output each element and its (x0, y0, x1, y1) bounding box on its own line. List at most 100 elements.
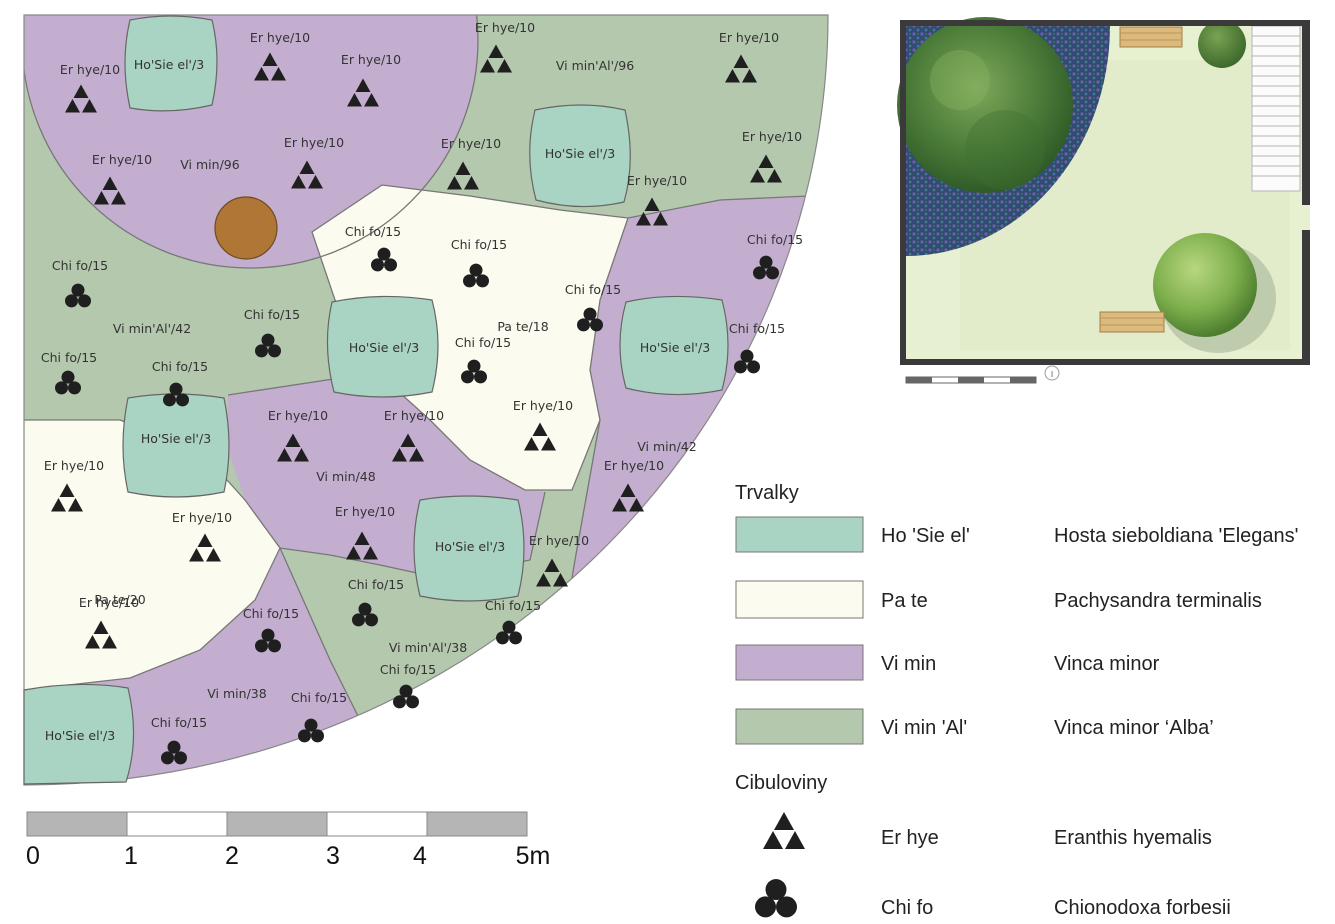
hosta-label: Ho'Sie el'/3 (141, 431, 211, 446)
chi-fo-label: Chi fo/15 (41, 350, 97, 365)
plan-area: Ho'Sie el'/3 Ho'Sie el'/3 Ho'Sie el'/3 H… (23, 14, 829, 786)
hosta-patch (529, 104, 631, 208)
chi-fo-symbol-icon (393, 684, 419, 709)
zone-label: Vi min/38 (207, 686, 266, 701)
er-hye-symbol-icon (254, 52, 286, 81)
legend-swatch-vinca (735, 644, 864, 681)
overview-tree-light (1153, 233, 1257, 337)
chi-fo-symbol-icon (255, 333, 281, 358)
er-hye-symbol-icon (763, 812, 805, 849)
chi-fo-label: Chi fo/15 (348, 577, 404, 592)
er-hye-label: Er hye/10 (250, 30, 310, 45)
legend-swatch-vinca-alba (735, 708, 864, 745)
vinca-zone-top (24, 15, 478, 268)
er-hye-label: Er hye/10 (719, 30, 779, 45)
er-hye-symbol-icon (536, 558, 568, 587)
chi-fo-label: Chi fo/15 (451, 237, 507, 252)
overview-scale-bar: I (905, 365, 1060, 384)
chi-fo-label: Chi fo/15 (455, 335, 511, 350)
zone-label: Pa te/20 (94, 592, 145, 607)
chi-fo-label: Chi fo/15 (380, 662, 436, 677)
er-hye-label: Er hye/10 (529, 533, 589, 548)
er-hye-symbol-icon (85, 620, 117, 649)
chi-fo-label: Chi fo/15 (243, 606, 299, 621)
chi-fo-label: Chi fo/15 (291, 690, 347, 705)
legend-section-title: Trvalky (735, 482, 799, 504)
chi-fo-symbol-icon (298, 718, 324, 743)
chi-fo-symbol-icon (255, 628, 281, 653)
legend-section-title: Cibuloviny (735, 772, 827, 794)
er-hye-symbol-icon (612, 483, 644, 512)
chi-fo-symbol-icon (163, 382, 189, 407)
chi-fo-symbol-icon (753, 255, 779, 280)
er-hye-label: Er hye/10 (44, 458, 104, 473)
overview-bench (1119, 26, 1183, 48)
chi-fo-symbol-icon (463, 263, 489, 288)
legend-code: Ho 'Sie el' (881, 525, 970, 547)
er-hye-label: Er hye/10 (60, 62, 120, 77)
chi-fo-symbol-icon (755, 879, 797, 918)
er-hye-symbol-icon (392, 433, 424, 462)
er-hye-symbol-icon (94, 176, 126, 205)
legend-swatch-hosta (735, 516, 864, 553)
hosta-patch (619, 295, 729, 396)
zone-label: Pa te/18 (497, 319, 548, 334)
er-hye-symbol-icon (524, 422, 556, 451)
plan-boundary (23, 14, 829, 786)
legend-name: Chionodoxa forbesii (1054, 897, 1231, 919)
er-hye-label: Er hye/10 (604, 458, 664, 473)
legend-name: Hosta sieboldiana 'Elegans' (1054, 525, 1298, 547)
scale-tick-label: 5m (516, 842, 551, 870)
chi-fo-label: Chi fo/15 (485, 598, 541, 613)
chi-fo-symbol-icon (371, 247, 397, 272)
hosta-label: Ho'Sie el'/3 (349, 340, 419, 355)
er-hye-label: Er hye/10 (79, 595, 139, 610)
chi-fo-symbol-icon (55, 370, 81, 395)
hosta-patch (122, 393, 230, 498)
hosta-patch (326, 295, 439, 398)
overview-scale-mark: I (1051, 370, 1053, 379)
legend-code: Vi min 'Al' (881, 717, 967, 739)
hosta-label: Ho'Sie el'/3 (45, 728, 115, 743)
overview-tree-small (1198, 20, 1246, 68)
garden-overview: I (897, 17, 1310, 384)
legend-code: Pa te (881, 590, 928, 612)
chi-fo-label: Chi fo/15 (244, 307, 300, 322)
er-hye-label: Er hye/10 (441, 136, 501, 151)
chi-fo-symbol-icon (65, 283, 91, 308)
legend-code: Er hye (881, 827, 939, 849)
er-hye-symbol-icon (189, 533, 221, 562)
hosta-patch (124, 15, 218, 112)
hosta-label: Ho'Sie el'/3 (134, 57, 204, 72)
hosta-label: Ho'Sie el'/3 (435, 539, 505, 554)
scale-tick-label: 2 (225, 842, 239, 870)
chi-fo-label: Chi fo/15 (52, 258, 108, 273)
er-hye-label: Er hye/10 (627, 173, 687, 188)
hosta-label: Ho'Sie el'/3 (545, 146, 615, 161)
chi-fo-symbol-icon (496, 620, 522, 645)
er-hye-symbol-icon (51, 483, 83, 512)
hosta-label: Ho'Sie el'/3 (640, 340, 710, 355)
zone-label: Vi min/48 (316, 469, 375, 484)
zone-label: Vi min'Al'/42 (113, 321, 191, 336)
chi-fo-symbol-icon (577, 307, 603, 332)
chi-fo-label: Chi fo/15 (345, 224, 401, 239)
hosta-patch (413, 495, 525, 602)
er-hye-label: Er hye/10 (384, 408, 444, 423)
overview-bench (1099, 311, 1165, 333)
legend-name: Eranthis hyemalis (1054, 827, 1212, 849)
scale-bar: 0 1 2 3 4 5m (26, 811, 551, 870)
zone-label: Vi min/42 (637, 439, 696, 454)
er-hye-symbol-icon (725, 54, 757, 83)
er-hye-symbol-icon (480, 44, 512, 73)
er-hye-label: Er hye/10 (268, 408, 328, 423)
chi-fo-label: Chi fo/15 (152, 359, 208, 374)
chi-fo-label: Chi fo/15 (565, 282, 621, 297)
er-hye-label: Er hye/10 (335, 504, 395, 519)
zone-label: Vi min/96 (180, 157, 239, 172)
zone-label: Vi min'Al'/96 (556, 58, 634, 73)
er-hye-label: Er hye/10 (284, 135, 344, 150)
legend-name: Vinca minor ‘Alba’ (1054, 717, 1214, 739)
overview-stairs (1251, 25, 1301, 192)
scale-tick-label: 1 (124, 842, 138, 870)
